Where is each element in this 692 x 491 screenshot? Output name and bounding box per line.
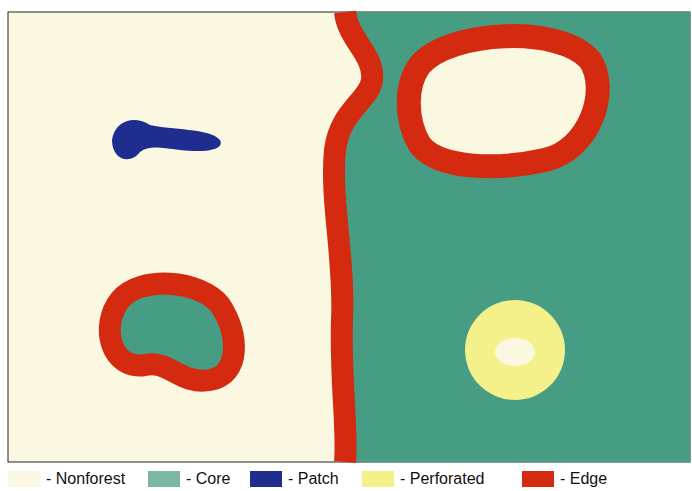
legend-text: - Patch xyxy=(288,470,339,488)
legend-item: - Core xyxy=(148,469,230,489)
legend-item: - Patch xyxy=(250,469,339,489)
perforation-hole xyxy=(495,338,535,366)
legend-swatch xyxy=(362,471,394,487)
core-region xyxy=(334,12,690,462)
legend-item: - Nonforest xyxy=(8,469,125,489)
legend: - Nonforest - Core - Patch - Perforated - Ed… xyxy=(0,466,692,491)
edge-band xyxy=(334,12,372,462)
legend-swatch xyxy=(148,471,180,487)
legend-swatch xyxy=(8,471,40,487)
legend-text: - Nonforest xyxy=(46,470,125,488)
legend-text: - Edge xyxy=(560,470,607,488)
legend-text: - Perforated xyxy=(400,470,484,488)
edge-core-island xyxy=(110,284,234,381)
nonforest-ground xyxy=(8,12,690,462)
legend-item: - Perforated xyxy=(362,469,484,489)
legend-swatch xyxy=(522,471,554,487)
patch-shape xyxy=(112,120,221,159)
fragmentation-map xyxy=(0,0,692,466)
legend-swatch xyxy=(250,471,282,487)
legend-text: - Core xyxy=(186,470,230,488)
legend-item: - Edge xyxy=(522,469,607,489)
perforated-ring xyxy=(465,300,565,400)
edge-ring xyxy=(409,36,598,166)
